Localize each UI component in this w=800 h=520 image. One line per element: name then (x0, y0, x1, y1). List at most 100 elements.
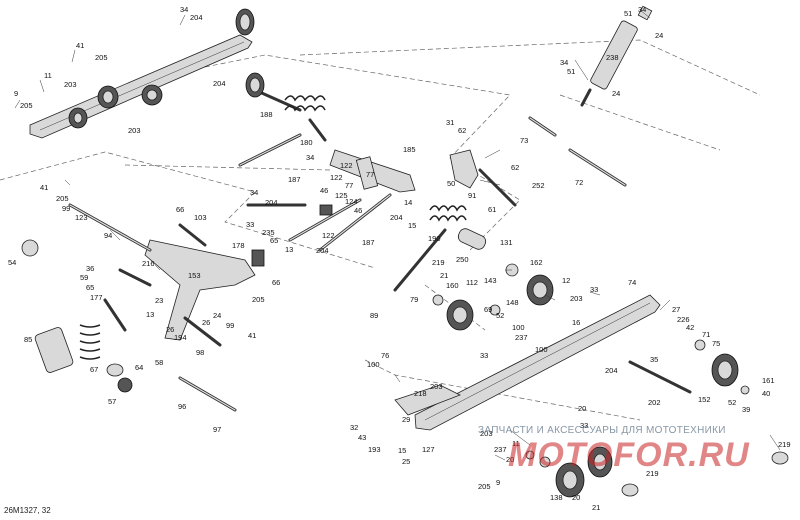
callout: 203 (480, 429, 493, 438)
front-arm-185 (329, 149, 416, 193)
callout: 40 (762, 389, 770, 398)
callout: 235 (262, 228, 275, 237)
idler-wheel-axle (245, 72, 302, 112)
callout: 98 (196, 348, 204, 357)
callout: 122 (330, 173, 343, 182)
callout: 204 (190, 13, 203, 22)
callout: 160 (446, 281, 459, 290)
callout: 99 (62, 204, 70, 213)
callout: 46 (354, 206, 362, 215)
callout: 26 (166, 325, 174, 334)
callout: 219 (432, 258, 445, 267)
callout: 15 (398, 446, 406, 455)
callout: 203 (570, 294, 583, 303)
callout: 31 (446, 118, 454, 127)
callout: 205 (478, 482, 491, 491)
figure-code: 26M1327, 32 (4, 506, 51, 515)
torsion-spring-upper (238, 95, 327, 167)
callout: 15 (408, 221, 416, 230)
callout: 71 (702, 330, 710, 339)
callout-labels: 34 204 41 205 11 203 205 9 203 204 188 1… (8, 5, 791, 512)
callout: 27 (672, 305, 680, 314)
callout: 52 (496, 311, 504, 320)
callout: 41 (76, 41, 84, 50)
callout: 188 (260, 110, 273, 119)
callout: 21 (440, 271, 448, 280)
callout: 9 (14, 89, 18, 98)
callout: 177 (90, 293, 103, 302)
callout: 185 (403, 145, 416, 154)
callout: 24 (213, 311, 221, 320)
callout: 34 (250, 188, 258, 197)
callout: 11 (512, 439, 520, 448)
callout: 202 (648, 398, 661, 407)
callout: 100 (512, 323, 525, 332)
callout: 131 (500, 238, 513, 247)
callout: 91 (468, 191, 476, 200)
callout: 33 (480, 351, 488, 360)
callout: 74 (628, 278, 636, 287)
callout: 65 (270, 236, 278, 245)
callout: 180 (300, 138, 313, 147)
callout: 162 (530, 258, 543, 267)
callout: 25 (402, 457, 410, 466)
pivot-rods-73-72 (528, 116, 627, 187)
upper-slide-rail-assembly (29, 8, 255, 139)
callout: 65 (86, 283, 94, 292)
callout: 99 (226, 321, 234, 330)
callout: 36 (86, 264, 94, 273)
callout: 190 (428, 234, 441, 243)
callout: 16 (572, 318, 580, 327)
callout: 203 (128, 126, 141, 135)
callout: 178 (232, 241, 245, 250)
callout: 26 (202, 318, 210, 327)
callout: 41 (248, 331, 256, 340)
watermark-text: ЗАПЧАСТИ И АКСЕССУАРЫ ДЛЯ МОТОТЕХНИКИ (478, 425, 726, 436)
rear-axle-rod (628, 360, 692, 394)
callout: 194 (174, 333, 187, 342)
callout: 237 (515, 333, 528, 342)
callout: 77 (345, 181, 353, 190)
callout: 127 (422, 445, 435, 454)
callout: 59 (80, 273, 88, 282)
callout: 32 (350, 423, 358, 432)
callout: 148 (506, 298, 519, 307)
callout: 75 (712, 339, 720, 348)
callout: 205 (252, 295, 265, 304)
callout: 12 (562, 276, 570, 285)
callout: 24 (612, 89, 620, 98)
callout: 62 (511, 163, 519, 172)
callout: 29 (402, 415, 410, 424)
callout: 250 (456, 255, 469, 264)
callout: 20 (578, 404, 586, 413)
callout: 77 (366, 170, 374, 179)
callout: 204 (390, 213, 403, 222)
callout: 34 (638, 5, 646, 14)
callout: 33 (580, 421, 588, 430)
callout: 9 (496, 478, 500, 487)
callout: 112 (466, 278, 478, 287)
callout: 204 (213, 79, 226, 88)
callout: 204 (265, 198, 278, 207)
callout: 66 (176, 205, 184, 214)
callout: 238 (606, 53, 619, 62)
callout: 51 (624, 9, 632, 18)
callout: 203 (64, 80, 77, 89)
lower-slide-rail (394, 294, 661, 431)
callout: 153 (188, 271, 201, 280)
lower-rear-wheels (525, 446, 789, 498)
callout: 152 (698, 395, 711, 404)
middle-rods (246, 193, 392, 252)
callout: 35 (650, 355, 658, 364)
callout: 42 (686, 323, 694, 332)
callout: 46 (320, 186, 328, 195)
callout: 187 (362, 238, 375, 247)
callout: 124 (345, 197, 358, 206)
callout: 66 (272, 278, 280, 287)
callout: 73 (520, 136, 528, 145)
callout: 62 (458, 126, 466, 135)
callout: 138 (550, 493, 563, 502)
callout: 20 (506, 455, 514, 464)
callout: 100 (367, 360, 380, 369)
